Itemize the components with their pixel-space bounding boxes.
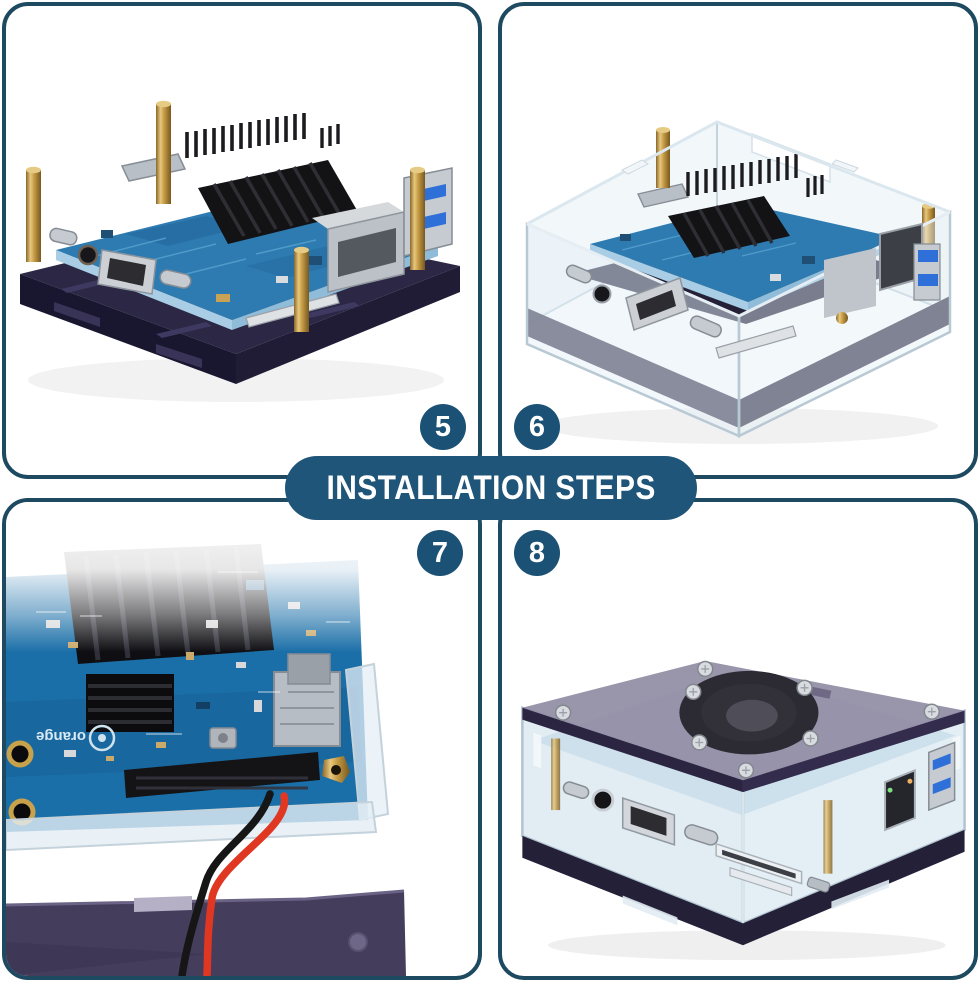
photo-panel-step-8 [498, 498, 978, 980]
audio-jack [79, 246, 97, 264]
acrylic-foot [831, 879, 890, 910]
red-wire [203, 792, 289, 976]
fan-wires [178, 790, 289, 976]
brass-standoff [656, 130, 670, 188]
acrylic-foot [622, 895, 678, 926]
brass-standoffs [26, 100, 425, 332]
board-logo-text: orange [36, 728, 86, 745]
step-badge-6: 6 [514, 404, 560, 450]
photo-panel-step-5 [2, 2, 482, 479]
sd-card-slot [120, 153, 187, 182]
white-fade [6, 502, 478, 652]
heatsink-small [86, 674, 174, 732]
ethernet-port [312, 202, 404, 229]
photo-board-on-baseplate [20, 100, 460, 402]
photo-panel-step-6 [498, 2, 978, 479]
gpio-female-header [124, 752, 320, 798]
ribbon-slot-2 [729, 866, 793, 897]
gpio-header-pins [686, 154, 798, 196]
black-wire [178, 790, 274, 976]
front-ports [562, 741, 956, 897]
photo-assembled-case [521, 660, 966, 961]
acrylic-wall-strip [344, 662, 390, 822]
top-plate-sheen [522, 660, 965, 781]
heatsink [668, 196, 790, 258]
ethernet-port [884, 768, 916, 832]
usb-c-port-2 [684, 824, 719, 846]
usb-c-port-2 [689, 315, 722, 338]
usb-c-port [562, 781, 590, 800]
step-number: 8 [528, 536, 546, 569]
heatsink [198, 160, 358, 244]
front-ports [565, 222, 941, 359]
banner-title: INSTALLATION STEPS [326, 468, 656, 507]
step-number: 6 [528, 410, 546, 443]
microsd-slot [273, 653, 341, 747]
step-number: 5 [434, 410, 452, 443]
step-badge-5: 5 [420, 404, 466, 450]
brass-standoffs [551, 738, 833, 874]
push-button [209, 727, 237, 749]
gpio-header-pins [185, 113, 340, 158]
usb-c-port [49, 227, 78, 246]
audio-jack [592, 284, 612, 304]
brass-screw [836, 312, 848, 324]
usb-c-port-2 [159, 269, 192, 289]
step-number: 7 [431, 536, 449, 569]
usb3-ports [928, 741, 956, 812]
ribbon-connector [715, 325, 797, 359]
audio-jack [591, 788, 615, 812]
step-badge-8: 8 [514, 530, 560, 576]
photo-gpio-fan-wires-closeup: orange [6, 502, 478, 976]
small-port [806, 876, 831, 893]
shadow [548, 930, 946, 961]
installation-steps-banner: INSTALLATION STEPS [285, 456, 697, 520]
usb-c-port [565, 264, 593, 284]
orange-pi-logo: orange [36, 724, 116, 752]
photo-panel-step-7: orange [2, 498, 482, 980]
side-ports [49, 167, 453, 328]
cooling-fan [679, 670, 819, 755]
ethernet-housing [824, 248, 876, 318]
step-badge-7: 7 [417, 530, 463, 576]
photo-board-in-open-case [525, 120, 952, 444]
wall-cutout [751, 132, 831, 184]
